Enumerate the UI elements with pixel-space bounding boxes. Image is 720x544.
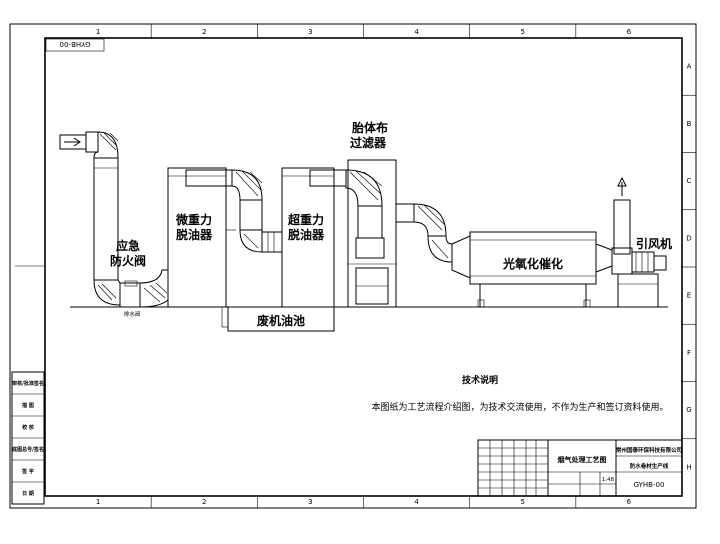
duct-micro-to-super bbox=[231, 169, 283, 253]
induced-fan-label: 引风机 bbox=[636, 236, 672, 251]
exhaust-arrow-icon bbox=[617, 176, 627, 196]
waste-oil-tank-label: 废机油池 bbox=[257, 313, 305, 328]
title-block bbox=[477, 439, 683, 497]
row-mark: D bbox=[686, 234, 691, 242]
emergency-valve-label: 应急防火阀 bbox=[110, 238, 146, 268]
photo-oxidation-label: 光氧化催化 bbox=[502, 256, 563, 271]
row-mark: B bbox=[687, 120, 692, 128]
column-mark: 1 bbox=[96, 28, 100, 36]
row-mark: G bbox=[686, 406, 691, 414]
column-mark: 5 bbox=[521, 28, 525, 36]
column-mark: 3 bbox=[308, 28, 312, 36]
side-table-cell: 校 核 bbox=[22, 424, 34, 431]
scale-value: 1:48 bbox=[602, 477, 615, 483]
column-marks-top: 1 2 3 4 5 6 bbox=[15, 24, 632, 267]
tech-note-body: 本图纸为工艺流程介绍图，为技术交流使用，不作为生产和签订资料使用。 bbox=[371, 401, 668, 413]
valve-base-label: 排水阀 bbox=[124, 310, 141, 318]
photo-oxidation-unit bbox=[469, 231, 613, 308]
emergency-valve-assembly bbox=[93, 269, 169, 308]
column-mark: 3 bbox=[308, 498, 312, 506]
tech-note-title: 技术说明 bbox=[462, 374, 498, 386]
micro-oil-removal-label: 微重力脱油器 bbox=[175, 212, 213, 242]
inlet-arrow-icon bbox=[59, 134, 87, 150]
column-mark: 2 bbox=[202, 498, 206, 506]
row-mark: C bbox=[687, 177, 692, 185]
drawing-code: GYHB-00 bbox=[634, 481, 665, 489]
induced-fan-unit bbox=[611, 199, 667, 308]
super-oil-removal-label: 超重力脱油器 bbox=[287, 212, 325, 242]
column-mark: 6 bbox=[627, 498, 632, 506]
side-table-cell: 底图总号/签名 bbox=[11, 446, 44, 453]
drawing-code-flipped: GYHB-00 bbox=[60, 40, 91, 48]
outer-frame bbox=[9, 23, 697, 509]
column-mark: 4 bbox=[414, 28, 419, 36]
side-table-cell: 审核/批准签名 bbox=[12, 380, 44, 387]
column-mark: 6 bbox=[627, 28, 632, 36]
column-marks-bottom: 1 2 3 4 5 6 bbox=[96, 496, 632, 508]
column-mark: 2 bbox=[202, 28, 206, 36]
row-mark: H bbox=[686, 463, 691, 471]
project-name: 防水卷材生产线 bbox=[630, 462, 669, 470]
duct-filter-to-oxidation bbox=[395, 203, 471, 279]
side-table-cell: 日 期 bbox=[22, 490, 34, 497]
bag-filter-label: 胎体布过滤器 bbox=[350, 120, 388, 150]
drawing-title: 烟气处理工艺图 bbox=[558, 455, 607, 464]
bag-filter-unit bbox=[347, 159, 397, 308]
row-mark: E bbox=[687, 292, 691, 300]
row-mark: F bbox=[687, 349, 691, 357]
side-table-cell: 描 图 bbox=[21, 402, 34, 409]
side-table-cell: 签 字 bbox=[21, 468, 34, 475]
column-mark: 1 bbox=[96, 498, 100, 506]
company-name: 常州国泰环保科技有限公司 bbox=[616, 446, 682, 454]
duct-super-to-filter bbox=[345, 169, 385, 259]
code-box bbox=[45, 38, 105, 52]
row-marks: A B C D E F G H bbox=[682, 63, 696, 471]
column-mark: 4 bbox=[414, 498, 419, 506]
column-mark: 5 bbox=[521, 498, 525, 506]
row-mark: A bbox=[687, 63, 692, 71]
waste-oil-tank bbox=[221, 306, 335, 332]
